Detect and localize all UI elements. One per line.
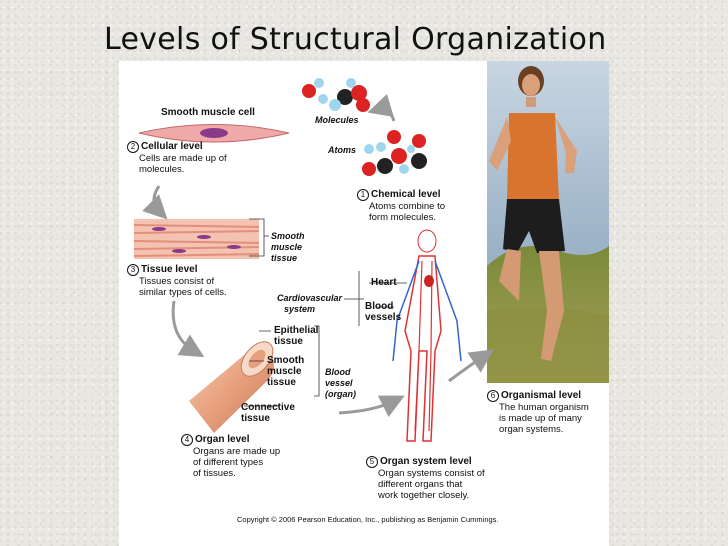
smooth-muscle-tissue-label-1: Smooth	[271, 231, 305, 242]
smooth-muscle-cell-label: Smooth muscle cell	[161, 107, 255, 118]
organ-system-level-desc-3: work together closely.	[378, 490, 469, 501]
molecules-atoms	[302, 78, 427, 176]
epithelial-label-1: Epithelial	[274, 325, 318, 336]
chemical-level-desc-2: form molecules.	[369, 212, 436, 223]
smooth-muscle-tissue2-label-3: tissue	[267, 377, 296, 388]
smooth-muscle-tissue-label-3: tissue	[271, 253, 297, 264]
smooth-muscle-tissue	[134, 219, 259, 259]
organ-system-level-desc-1: Organ systems consist of	[378, 468, 485, 479]
tissue-level-desc-2: similar types of cells.	[139, 287, 227, 298]
cardiovascular-figure	[393, 230, 461, 441]
blood-vessels-label-1: Blood	[365, 301, 393, 312]
connective-label-1: Connective	[241, 402, 295, 413]
cardiovascular-label-1: Cardiovascular	[277, 293, 342, 304]
cardiovascular-label-2: system	[284, 304, 315, 315]
heart-label: Heart	[371, 277, 397, 288]
molecules-label: Molecules	[315, 115, 359, 126]
slide-title: Levels of Structural Organization	[104, 22, 607, 57]
organismal-level-desc-2: is made up of many	[499, 413, 582, 424]
blood-vessel-organ-label-1: Blood	[325, 367, 351, 378]
atoms-label: Atoms	[328, 145, 356, 156]
organismal-level-desc-1: The human organism	[499, 402, 589, 413]
chemical-level-desc-1: Atoms combine to	[369, 201, 445, 212]
connective-label-2: tissue	[241, 413, 270, 424]
copyright-notice: Copyright © 2006 Pearson Education, Inc.…	[237, 515, 499, 524]
blood-vessel-organ-label-2: vessel	[325, 378, 353, 389]
runner-photo	[487, 61, 609, 383]
organ-level-desc-3: of tissues.	[193, 468, 236, 479]
cellular-level-desc-1: Cells are made up of	[139, 153, 227, 164]
smooth-muscle-cell	[139, 125, 289, 143]
smooth-muscle-tissue2-label-2: muscle	[267, 366, 301, 377]
cellular-level-desc-2: molecules.	[139, 164, 184, 175]
tissue-level-desc-1: Tissues consist of	[139, 276, 214, 287]
blood-vessel-organ-label-3: (organ)	[325, 389, 356, 400]
organismal-level-desc-3: organ systems.	[499, 424, 563, 435]
smooth-muscle-tissue2-label-1: Smooth	[267, 355, 304, 366]
organ-level-desc-1: Organs are made up	[193, 446, 280, 457]
blood-vessels-label-2: vessels	[365, 312, 401, 323]
smooth-muscle-tissue-label-2: muscle	[271, 242, 302, 253]
organ-level-desc-2: of different types	[193, 457, 263, 468]
organ-system-level-desc-2: different organs that	[378, 479, 462, 490]
epithelial-label-2: tissue	[274, 336, 303, 347]
